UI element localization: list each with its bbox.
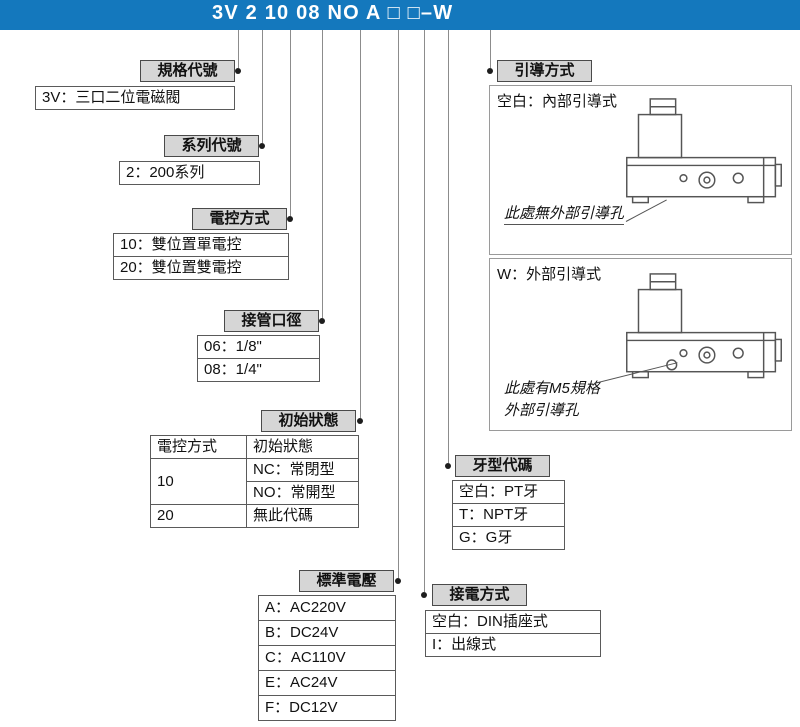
connector-line-pilot	[490, 30, 491, 68]
connector-dot-pilot	[487, 68, 493, 74]
thread-item: T：NPT牙	[452, 503, 565, 527]
connector-dot-port	[319, 318, 325, 324]
connector-dot-thread	[445, 463, 451, 469]
section-label-port: 接管口徑	[224, 310, 319, 332]
voltage-item: E：AC24V	[258, 670, 396, 696]
section-label-voltage: 標準電壓	[299, 570, 394, 592]
initial-state-table: 電控方式 初始狀態 10 NC：常閉型 NO：常開型 20 無此代碼	[150, 435, 359, 528]
connector-dot-spec	[235, 68, 241, 74]
voltage-item: B：DC24V	[258, 620, 396, 646]
connector-line-series	[262, 30, 263, 143]
pilot-external-note-line2: 外部引導孔	[504, 402, 580, 419]
title-banner: 3V 2 10 08 NO A □ □–W	[0, 0, 800, 30]
connection-item: 空白：DIN插座式	[425, 610, 601, 634]
initial-table-group-20: 20	[150, 504, 247, 528]
control-item: 10：雙位置單電控	[113, 233, 289, 257]
valve-internal-pilot-drawing	[626, 98, 782, 204]
connector-line-control	[290, 30, 291, 216]
port-item: 08：1/4"	[197, 358, 320, 382]
section-label-thread: 牙型代碼	[455, 455, 550, 477]
connection-item: I：出線式	[425, 633, 601, 657]
section-label-series: 系列代號	[164, 135, 259, 157]
pilot-internal-note: 此處無外部引導孔	[504, 202, 625, 225]
connector-dot-control	[287, 216, 293, 222]
thread-item: G：G牙	[452, 526, 565, 550]
voltage-item: F：DC12V	[258, 695, 396, 721]
pilot-internal-title: 空白：內部引導式	[497, 93, 618, 110]
thread-item: 空白：PT牙	[452, 480, 565, 504]
connector-dot-initial	[357, 418, 363, 424]
connector-line-spec	[238, 30, 239, 68]
section-label-connection: 接電方式	[432, 584, 527, 606]
valve-external-pilot-drawing	[626, 273, 782, 379]
initial-table-no: NO：常開型	[246, 481, 359, 505]
section-label-spec: 規格代號	[140, 60, 235, 82]
connector-dot-voltage	[395, 578, 401, 584]
section-label-initial: 初始狀態	[261, 410, 356, 432]
spec-item: 3V：三口二位電磁閥	[35, 86, 235, 110]
initial-table-nc: NC：常閉型	[246, 458, 359, 482]
series-item: 2：200系列	[119, 161, 260, 185]
section-label-pilot: 引導方式	[497, 60, 592, 82]
model-code: 3V 2 10 08 NO A □ □–W	[212, 2, 454, 24]
voltage-item: A：AC220V	[258, 595, 396, 621]
port-item: 06：1/8"	[197, 335, 320, 359]
voltage-item: C：AC110V	[258, 645, 396, 671]
connector-line-thread	[448, 30, 449, 463]
connector-dot-connection	[421, 592, 427, 598]
pilot-external-note-line1: 此處有M5規格	[504, 380, 600, 397]
initial-table-none: 無此代碼	[246, 504, 359, 528]
initial-table-header-state: 初始狀態	[246, 435, 359, 459]
connector-dot-series	[259, 143, 265, 149]
pilot-external-title: W：外部引導式	[497, 266, 602, 283]
connector-line-initial	[360, 30, 361, 418]
pilot-internal-panel: 空白：內部引導式 此處無外部引導孔	[489, 85, 792, 255]
connector-line-connection	[424, 30, 425, 592]
pilot-external-panel: W：外部引導式 此處有M5規格 外部引導孔	[489, 258, 792, 431]
connector-line-port	[322, 30, 323, 318]
section-label-control: 電控方式	[192, 208, 287, 230]
initial-table-group-10: 10	[150, 458, 247, 505]
initial-table-header-control: 電控方式	[150, 435, 247, 459]
connector-line-voltage	[398, 30, 399, 578]
control-item: 20：雙位置雙電控	[113, 256, 289, 280]
